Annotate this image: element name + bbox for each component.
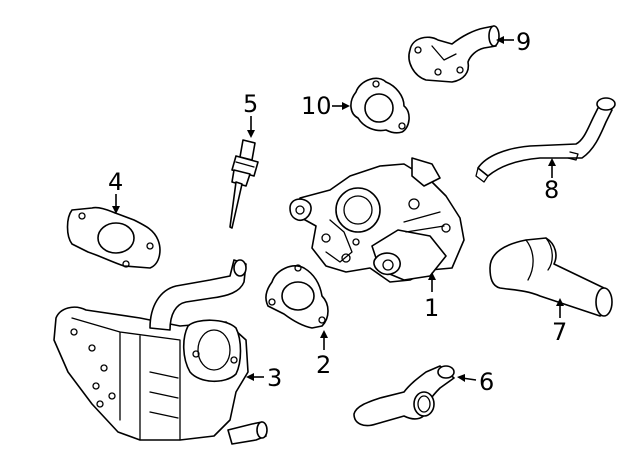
part-1-egr-valve [289,157,465,283]
part-3-egr-cooler [53,259,268,445]
callout-6: 6 [479,368,494,396]
callout-3: 3 [267,364,282,392]
callout-1: 1 [424,294,439,322]
callout-leaders [112,36,564,382]
callout-10: 10 [301,92,332,120]
part-2-gasket [265,264,329,329]
part-9-outlet-fitting [408,25,500,83]
callout-4: 4 [108,168,123,196]
part-6-hose [353,365,455,427]
part-7-hose [489,237,613,317]
part-5-sensor [229,139,259,229]
callout-2: 2 [316,351,331,379]
callout-8: 8 [544,176,559,204]
callout-9: 9 [516,28,531,56]
callout-labels: 9 10 5 4 1 8 7 2 3 6 [108,28,567,396]
part-8-hose [475,97,616,183]
callout-5: 5 [243,90,258,118]
part-10-gasket [350,77,410,134]
part-4-gasket [66,206,161,269]
callout-7: 7 [552,318,567,346]
